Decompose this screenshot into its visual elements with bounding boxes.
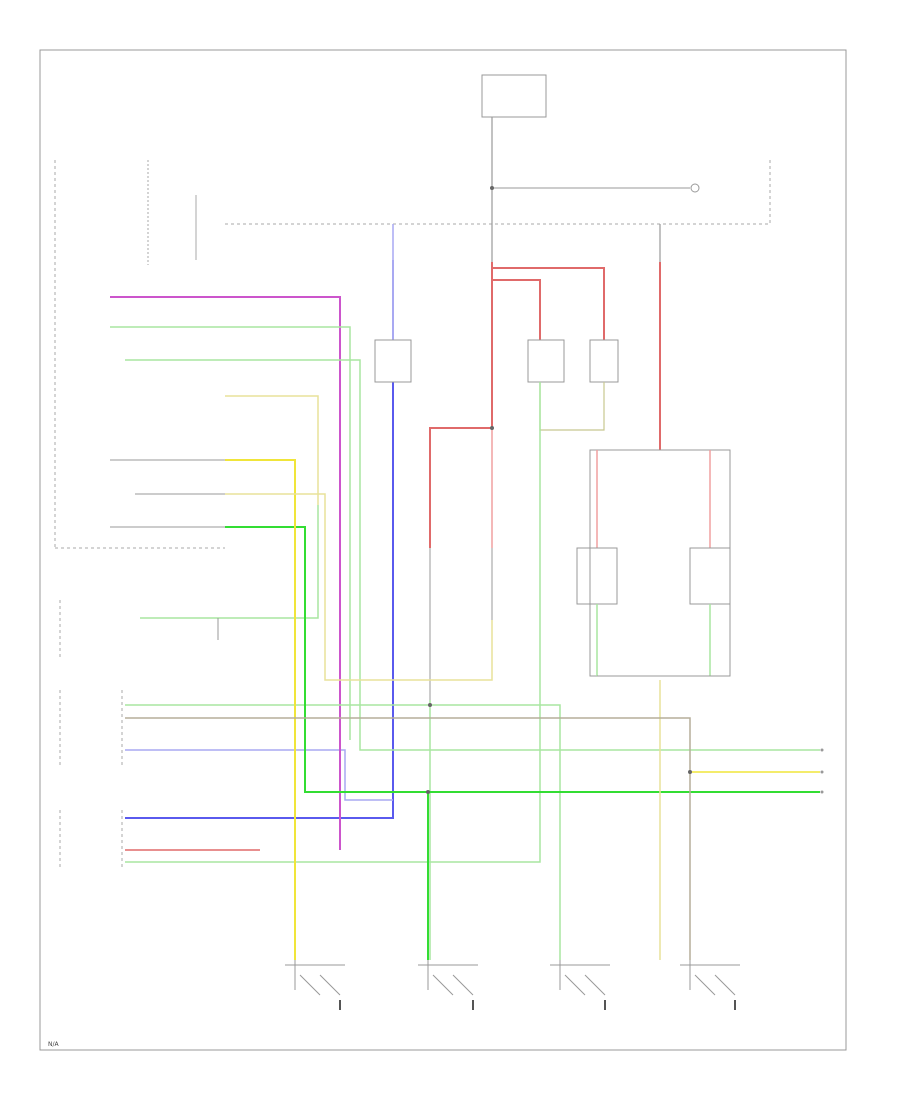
door-switch-right-rear: [550, 960, 610, 1010]
lightgreen-wire-2: [125, 359, 820, 751]
footer-code: N/A: [48, 1041, 60, 1048]
yellow-wire-main: [225, 459, 296, 960]
purple-wire: [110, 296, 341, 850]
output-terminals: [820, 748, 824, 794]
red-wire-branch-a: [492, 279, 541, 340]
blue-wire-lower: [125, 382, 394, 819]
lightgreen-wire-4: [125, 704, 561, 960]
red-wire-main: [429, 262, 493, 548]
dome-light-switch: [374, 339, 412, 383]
light-blue-wire: [125, 749, 393, 801]
green-wire-main: [225, 526, 820, 793]
splice-points: [426, 186, 692, 794]
yellow-wire-3: [225, 395, 319, 505]
right-door-lamp-box: [589, 339, 619, 383]
lightgreen-wire-1: [110, 326, 351, 740]
graytan-wire: [125, 717, 691, 960]
relay-left: [576, 547, 618, 605]
relay-right: [689, 547, 731, 605]
red-wire-branch-b: [492, 267, 605, 340]
yellow-wire-2: [225, 493, 493, 681]
lightgreen-wire-5: [125, 382, 541, 863]
diagram-frame: [39, 49, 847, 1051]
illumination-connector: [690, 183, 700, 193]
door-switch-left-rear: [418, 960, 478, 1010]
hot-at-all-times-box: [481, 74, 547, 118]
left-door-lamp-box: [527, 339, 565, 383]
lightgreen-wire-3: [140, 505, 319, 619]
door-switch-right-front: [680, 960, 740, 1010]
relay-box: [589, 449, 731, 677]
lamp-lower-wire-a: [539, 382, 605, 431]
door-switch-left-front: [285, 960, 345, 1010]
